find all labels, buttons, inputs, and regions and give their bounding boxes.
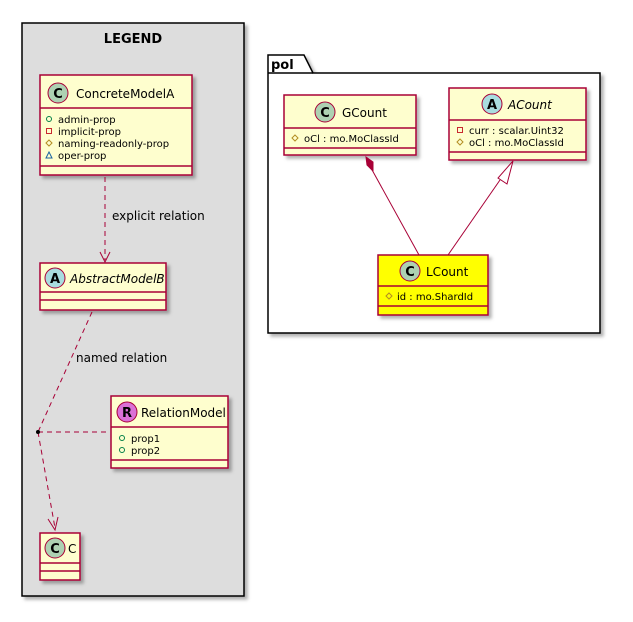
class-c[interactable]: C C	[39, 532, 81, 581]
svg-text:C: C	[53, 87, 63, 102]
relation-r-icon	[116, 401, 138, 423]
public-visibility-icon	[46, 116, 52, 122]
prop-prop1: prop1	[131, 434, 160, 445]
protected-visibility-icon	[456, 138, 464, 146]
svg-text:C: C	[320, 106, 330, 121]
prop-implicit: implicit-prop	[58, 127, 121, 138]
class-acount[interactable]: A ACount curr : scalar.Uint32 oCl : mo.M…	[448, 87, 587, 161]
named-relation-label: named relation	[76, 351, 167, 365]
svg-text:A: A	[50, 272, 60, 287]
class-a-icon	[44, 267, 66, 289]
prop-curr: curr : scalar.Uint32	[469, 126, 564, 137]
protected-visibility-icon	[385, 292, 393, 300]
prop-ocl: oCl : mo.MoClassId	[304, 134, 399, 145]
legend-title: LEGEND	[104, 32, 163, 47]
prop-prop2: prop2	[131, 446, 160, 457]
named-relation-edge: named relation	[36, 311, 167, 532]
svg-text:C: C	[405, 265, 415, 280]
prop-id: id : mo.ShardId	[397, 292, 473, 303]
prop-ocl: oCl : mo.MoClassId	[469, 138, 564, 149]
protected-visibility-icon	[291, 134, 299, 142]
class-name: ConcreteModelA	[76, 87, 175, 101]
explicit-relation-edge: explicit relation	[99, 177, 205, 264]
svg-text:A: A	[487, 98, 497, 113]
class-gcount[interactable]: C GCount oCl : mo.MoClassId	[283, 94, 417, 156]
prop-naming-readonly: naming-readonly-prop	[58, 139, 169, 150]
class-name: C	[68, 542, 76, 556]
class-lcount[interactable]: C LCount id : mo.ShardId	[377, 254, 489, 316]
class-a-icon	[481, 93, 503, 115]
explicit-relation-label: explicit relation	[112, 209, 205, 223]
class-name: LCount	[426, 265, 469, 279]
prop-admin: admin-prop	[58, 115, 116, 126]
private-visibility-icon	[457, 127, 463, 133]
class-name: RelationModel	[141, 406, 226, 420]
public-visibility-icon	[119, 447, 125, 453]
composition-edge	[365, 155, 420, 256]
class-abstract-model-b[interactable]: A AbstractModelB	[39, 262, 167, 311]
package-name: pol	[271, 58, 294, 73]
svg-text:C: C	[50, 542, 60, 557]
prop-oper: oper-prop	[58, 151, 106, 162]
class-name: AbstractModelB	[69, 272, 165, 286]
svg-text:R: R	[122, 406, 132, 421]
class-concrete-model-a[interactable]: C ConcreteModelA admin-prop implicit-pro…	[39, 74, 193, 176]
class-name: ACount	[507, 98, 553, 112]
class-relation-model[interactable]: R RelationModel prop1 prop2	[110, 395, 229, 469]
package-visibility-icon	[45, 150, 53, 159]
public-visibility-icon	[119, 435, 125, 441]
inheritance-edge	[447, 160, 514, 256]
class-name: GCount	[342, 106, 387, 120]
class-c-icon	[399, 260, 421, 282]
class-c-icon	[314, 101, 336, 123]
class-c-icon	[44, 537, 66, 559]
class-c-icon	[47, 82, 69, 104]
private-visibility-icon	[46, 128, 52, 134]
protected-visibility-icon	[45, 139, 53, 147]
